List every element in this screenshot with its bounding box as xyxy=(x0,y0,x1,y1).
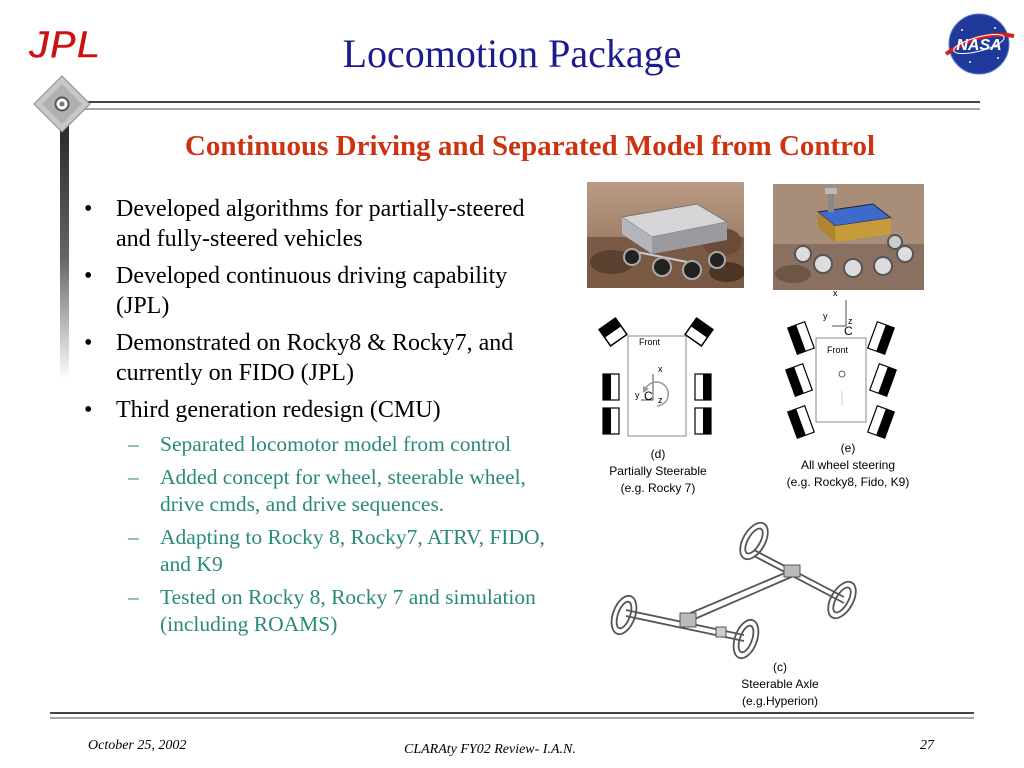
rover-photo-rocky xyxy=(587,182,745,288)
bullet-item: Demonstrated on Rocky8 & Rocky7, and cur… xyxy=(76,328,556,388)
rover-photo-fido xyxy=(773,184,924,290)
diagram-d-c-label: C xyxy=(644,389,653,403)
diagram-e-z-label: z xyxy=(848,316,853,326)
footer-date: October 25, 2002 xyxy=(88,738,187,753)
diagram-all-wheel-steering: x y z C Front xyxy=(782,286,902,440)
footer-center-text: CLARAty FY02 Review- I.A.N. xyxy=(404,742,576,757)
sub-bullet-item: Adapting to Rocky 8, Rocky7, ATRV, FIDO,… xyxy=(116,524,556,579)
nasa-logo: NASA xyxy=(940,10,1018,78)
bullet-item: Third generation redesign (CMU) Separate… xyxy=(76,395,556,639)
sub-bullet-item: Added concept for wheel, steerable wheel… xyxy=(116,464,556,519)
svg-text:NASA: NASA xyxy=(956,37,1001,54)
sub-bullet-item: Tested on Rocky 8, Rocky 7 and simulatio… xyxy=(116,584,556,639)
diagram-partially-steerable: Front x y C z xyxy=(595,312,720,442)
diagram-e-front-label: Front xyxy=(827,345,849,355)
diagram-c-caption: (c) Steerable Axle (e.g.Hyperion) xyxy=(741,660,819,708)
bullet-item: Developed continuous driving capability … xyxy=(76,261,556,321)
diagram-d-y-label: y xyxy=(635,390,640,400)
bullet-list: Developed algorithms for partially-steer… xyxy=(76,194,556,646)
slide-title: Locomotion Package xyxy=(342,31,682,76)
diagram-steerable-axle xyxy=(604,515,864,670)
diagram-e-caption: (e) All wheel steering (e.g. Rocky8, Fid… xyxy=(786,441,910,489)
sub-bullet-list: Separated locomotor model from control A… xyxy=(116,431,556,639)
page-number: 27 xyxy=(920,738,934,753)
sub-bullet-item: Separated locomotor model from control xyxy=(116,431,556,459)
diagram-e-y-label: y xyxy=(823,311,828,321)
header-decoration xyxy=(0,70,1024,390)
diagram-e-c-label: C xyxy=(844,324,853,338)
svg-text:JPL: JPL xyxy=(27,23,100,66)
jpl-logo: JPL xyxy=(8,22,120,68)
diagram-d-caption: (d) Partially Steerable (e.g. Rocky 7) xyxy=(609,447,707,495)
slide-subtitle: Continuous Driving and Separated Model f… xyxy=(184,130,876,162)
bullet-item: Developed algorithms for partially-steer… xyxy=(76,194,556,254)
diagram-e-x-label: x xyxy=(833,288,838,298)
diagram-d-x-label: x xyxy=(658,364,663,374)
diagram-d-front-label: Front xyxy=(639,337,661,347)
diagram-d-z-label: z xyxy=(658,395,663,405)
footer-divider xyxy=(50,708,974,719)
